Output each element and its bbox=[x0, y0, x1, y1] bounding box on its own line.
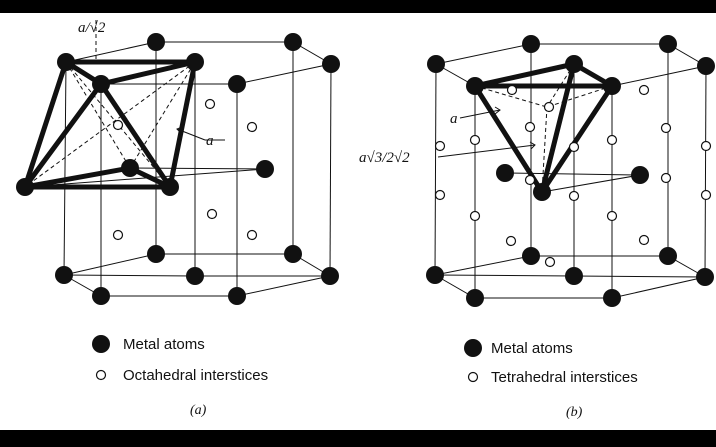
panel-a-legend-metal-icon bbox=[92, 335, 110, 353]
panel-b-caption: (b) bbox=[566, 405, 583, 420]
panel-b-label-leaders bbox=[437, 106, 536, 158]
panel-b-legend-metal-icon bbox=[464, 339, 482, 357]
panel-a-label-leaders bbox=[176, 126, 225, 141]
panel-b-legend-interstice-icon bbox=[467, 371, 479, 383]
panel-a-label-diag: a/√2 bbox=[78, 20, 106, 36]
panel-b-label-edge: a bbox=[450, 111, 458, 127]
panel-b-interstices bbox=[434, 84, 712, 268]
panel-a-interstices bbox=[112, 98, 258, 241]
panel-a-legend-interstice: Octahedral interstices bbox=[123, 367, 268, 384]
panel-a-legend-metal: Metal atoms bbox=[123, 336, 205, 353]
panel-b-label-height: a√3/2√2 bbox=[359, 150, 410, 166]
panel-a-label-edge: a bbox=[206, 133, 214, 149]
panel-b-legend-interstice: Tetrahedral interstices bbox=[491, 369, 638, 386]
panel-a-metal-atoms bbox=[16, 33, 340, 305]
panel-a-caption: (a) bbox=[190, 403, 207, 418]
panel-b-metal-atoms bbox=[426, 35, 715, 307]
panel-b-legend-metal: Metal atoms bbox=[491, 340, 573, 357]
panel-a-legend-interstice-icon bbox=[95, 369, 107, 381]
panel-a-dashed-lines bbox=[24, 20, 196, 188]
paper-background bbox=[0, 13, 716, 430]
